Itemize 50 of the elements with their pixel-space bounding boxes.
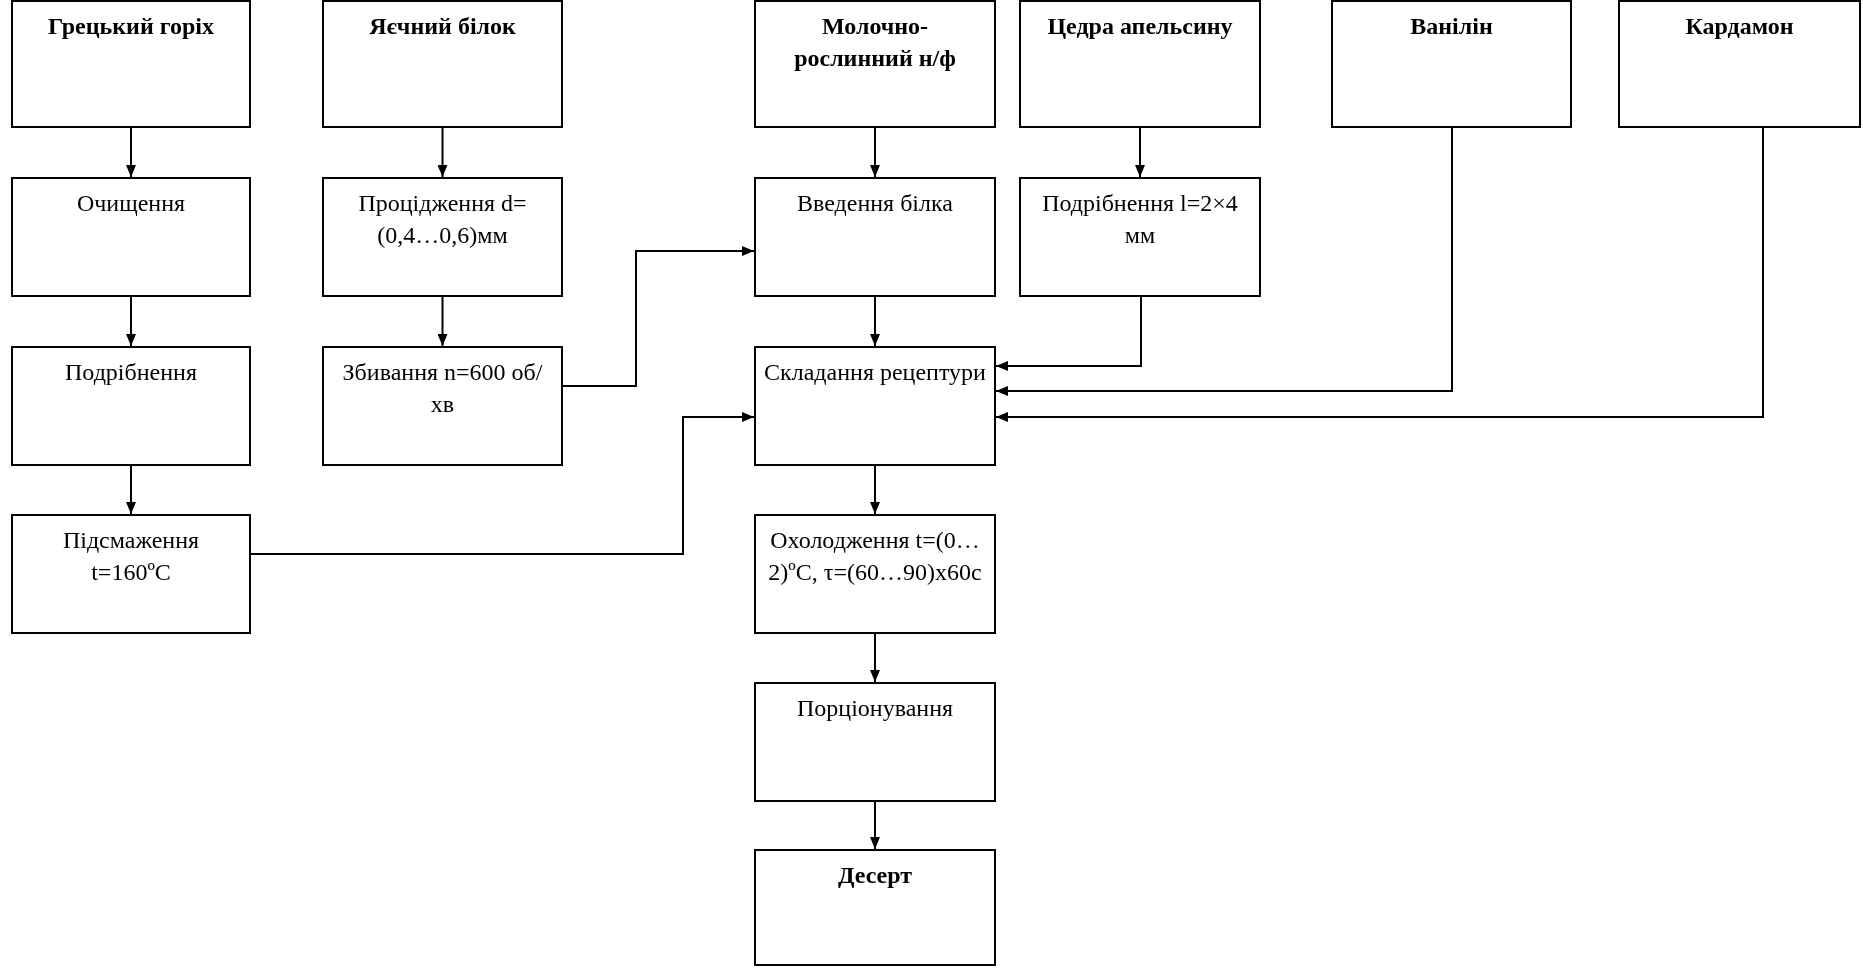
- box-label: Введення білка: [797, 189, 953, 218]
- process-box: [322, 346, 563, 466]
- process-box: [1331, 0, 1572, 128]
- process-box: [11, 177, 251, 297]
- arrow: [126, 296, 136, 347]
- process-box: [11, 0, 251, 128]
- arrow: [870, 296, 880, 347]
- box-label: Ванілін: [1410, 12, 1493, 41]
- arrow: [870, 465, 880, 515]
- arrow: [250, 412, 755, 555]
- box-label: Грецький горіх: [47, 12, 215, 41]
- box-label: Молочно-рослинний н/ф: [793, 12, 957, 73]
- process-box: [322, 177, 563, 297]
- process-box: [754, 346, 996, 466]
- process-box: [754, 514, 996, 634]
- box-label: Кардамон: [1685, 12, 1794, 41]
- process-box: [1019, 0, 1261, 128]
- arrow: [995, 127, 1453, 396]
- process-box: [754, 177, 996, 297]
- arrow: [126, 127, 136, 178]
- process-box: [1019, 177, 1261, 297]
- arrow: [437, 296, 448, 347]
- process-box: [11, 346, 251, 466]
- box-label: Подрібнення l=2×4 мм: [1041, 189, 1239, 250]
- process-box: [754, 849, 996, 966]
- process-box: [754, 682, 996, 802]
- box-label: Охолодження t=(0…2)ºC, τ=(60…90)х60с: [767, 526, 983, 587]
- arrow: [1135, 127, 1145, 178]
- box-label: Процідження d=(0,4…0,6)мм: [357, 189, 528, 250]
- arrow: [870, 801, 880, 850]
- box-label: Очищення: [76, 189, 186, 218]
- box-label: Цедра апельсину: [1047, 12, 1233, 41]
- arrow: [126, 465, 136, 515]
- process-box: [1618, 0, 1861, 128]
- arrow: [437, 127, 448, 178]
- box-label: Десерт: [837, 861, 913, 890]
- arrow: [870, 127, 880, 178]
- arrow: [995, 296, 1142, 371]
- process-box: [322, 0, 563, 128]
- process-box: [754, 0, 996, 128]
- box-label: Складання рецептури: [764, 358, 986, 387]
- arrow: [870, 633, 880, 683]
- process-box: [11, 514, 251, 634]
- box-label: Яєчний білок: [369, 12, 516, 41]
- box-label: Підсмаження t=160ºC: [61, 526, 201, 587]
- arrow: [995, 127, 1764, 422]
- box-label: Порціонування: [796, 694, 954, 723]
- box-label: Збивання n=600 об/хв: [341, 358, 544, 419]
- arrow: [562, 246, 755, 387]
- box-label: Подрібнення: [65, 358, 197, 387]
